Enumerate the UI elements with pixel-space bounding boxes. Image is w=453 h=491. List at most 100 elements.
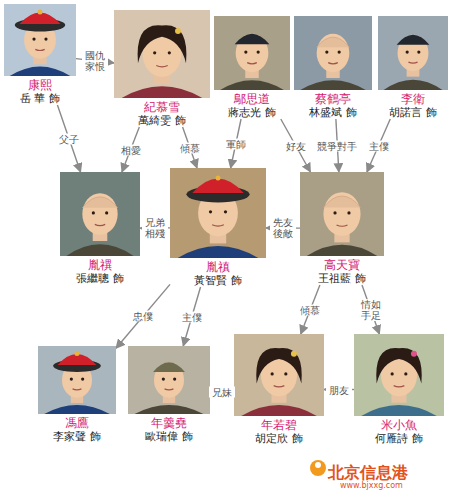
character-card: 胤禛黃智賢 飾 [170,168,266,287]
eye [173,378,176,381]
relation-label: 傾慕 [297,304,323,315]
relation-label: 主僕 [179,311,205,322]
eye [404,372,407,375]
mouth [408,62,417,63]
hair [256,348,301,383]
shaved-crown [317,37,350,47]
portrait-photo [354,334,444,416]
character-card: 高天寶王祖藍 飾 [300,172,384,285]
mouth [328,63,338,64]
shaved-crown [82,197,117,208]
character-name: 蔡鶴亭 [294,92,372,106]
eye [32,37,35,40]
portrait-photo [128,346,210,414]
relation-arrow [116,284,170,348]
eye [284,372,287,375]
eye [224,210,227,213]
character-name: 李衛 [378,92,448,106]
mouth [247,63,257,64]
relation-arrow [281,119,311,172]
robe [361,405,437,416]
character-card: 李衛胡諾言 飾 [378,16,448,119]
actor-name: 李家聲 飾 [38,430,116,443]
eye [81,378,84,381]
photo-background [128,346,210,414]
photo-background [234,334,324,416]
portrait-photo [294,16,372,90]
relation-label: 朋友 [326,384,352,395]
actor-name: 張繼聰 飾 [60,272,140,285]
photo-background [378,16,448,90]
skull-cap [235,34,270,45]
relation-label: 忠僕 [130,311,156,322]
hair [376,348,421,383]
character-name: 米小魚 [354,418,444,432]
robe [135,405,204,414]
eye [92,211,95,214]
robe [307,245,378,256]
character-name: 高天寶 [300,258,384,272]
relation-label: 國仇家恨 [82,50,108,72]
mouth [165,389,174,390]
watermark: 北京信息港 [328,463,408,484]
character-card: 胤禩張繼聰 飾 [60,172,140,285]
character-card: 鄔思道蔣志光 飾 [214,16,290,119]
character-name: 胤禛 [170,260,266,274]
relation-label: 競爭對手 [313,140,361,151]
face [82,193,117,235]
relation-label: 主僕 [366,140,392,151]
robe [10,66,70,76]
eye [244,50,247,53]
shaved-crown [323,196,360,207]
photo-background [60,172,140,256]
eye [333,211,336,214]
watermark-logo [310,460,326,476]
mouth [274,386,285,387]
photo-background [294,16,372,90]
eye [162,378,165,381]
robe [122,86,203,98]
robe [66,244,133,256]
eye [338,50,341,53]
robe [241,405,317,416]
eye [406,50,409,53]
character-card: 米小魚何雁詩 飾 [354,334,444,445]
photo-background [170,168,266,258]
actor-name: 萬綺雯 飾 [114,114,210,127]
actor-name: 何雁詩 飾 [354,432,444,445]
character-name: 紀慕雪 [114,100,210,114]
eye [325,50,328,53]
robe [300,80,366,90]
photo-background [114,10,210,98]
mouth [73,389,82,390]
hair-ornament [291,351,297,357]
hair-ornament [411,351,417,357]
actor-name: 岳 華 飾 [4,92,76,105]
eye [153,51,156,54]
eye [417,50,420,53]
robe [44,405,110,414]
robe [178,246,259,258]
mouth [337,225,348,226]
character-card: 蔡鶴亭林盛斌 飾 [294,16,372,119]
eye [105,211,108,214]
eye [209,210,212,213]
character-card: 年羹堯歐瑞偉 飾 [128,346,210,443]
photo-background [300,172,384,256]
eye [168,51,171,54]
character-card: 紀慕雪萬綺雯 飾 [114,10,210,127]
eye [271,372,274,375]
face [323,192,360,236]
relation-label: 相愛 [118,144,144,155]
eye [347,211,350,214]
mouth [95,224,105,225]
relation-label: 傾慕 [177,142,203,153]
robe [220,80,284,90]
hair [138,25,187,63]
portrait-photo [4,4,76,76]
eye [391,372,394,375]
portrait-photo [300,172,384,256]
photo-background [4,4,76,76]
mouth [35,49,44,50]
